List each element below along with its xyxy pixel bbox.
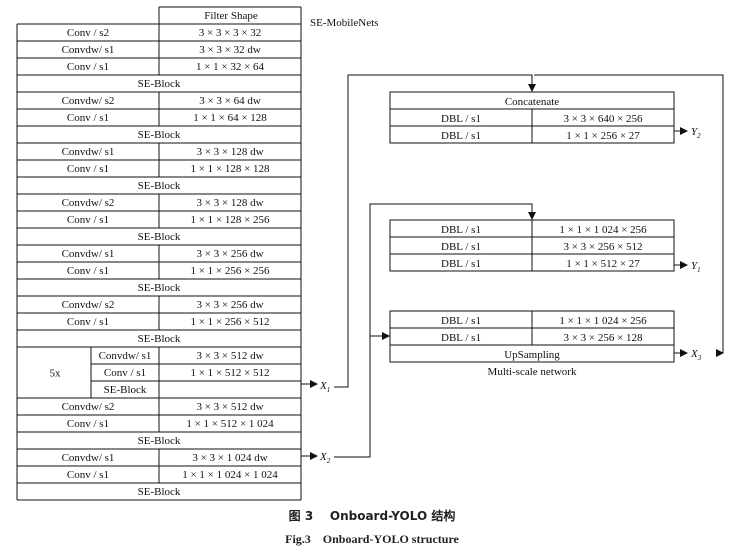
layer-op: Convdw/ s2 [62, 299, 115, 311]
connectors [301, 74, 724, 460]
se-block-row: SE-Block [138, 129, 181, 141]
y2-label: Y2 [691, 126, 701, 140]
x3-loop-head [716, 349, 724, 357]
layer-op: Conv / s1 [67, 316, 109, 328]
layer-op: Conv / s1 [67, 265, 109, 277]
mid-row-2-op: DBL / s1 [441, 241, 481, 253]
network-title: Multi-scale network [488, 366, 577, 378]
filter-shape: 1 × 1 × 128 × 256 [190, 214, 270, 226]
se-block-row: SE-Block [138, 486, 181, 498]
filter-shape: 1 × 1 × 256 × 512 [190, 316, 269, 328]
concat-row-2-shape: 1 × 1 × 256 × 27 [566, 130, 640, 142]
layer-op: Conv / s2 [67, 27, 109, 39]
backbone-title: SE-MobileNets [310, 17, 378, 29]
backbone-table [16, 6, 302, 501]
mid-row-3-op: DBL / s1 [441, 258, 481, 270]
filter-shape: 1 × 1 × 256 × 256 [190, 265, 270, 277]
filter-shape: 3 × 3 × 3 × 32 [199, 27, 262, 39]
up-row-2-shape: 3 × 3 × 256 × 128 [563, 332, 643, 344]
concat-row-1-op: DBL / s1 [441, 113, 481, 125]
layer-op: Conv / s1 [104, 367, 146, 379]
up-row-2-op: DBL / s1 [441, 332, 481, 344]
layer-op: Convdw/ s1 [62, 44, 115, 56]
filter-shape: 3 × 3 × 256 dw [196, 248, 263, 260]
up-row-1-shape: 1 × 1 × 1 024 × 256 [559, 315, 647, 327]
x1-to-concat-line [334, 74, 536, 388]
x1-label: X1 [319, 380, 330, 394]
x3-label: X3 [690, 348, 702, 362]
filter-shape: 1 × 1 × 128 × 128 [190, 163, 270, 175]
upsampling-block [389, 310, 675, 363]
concatenate-block [389, 91, 675, 144]
se-block-row: SE-Block [138, 78, 181, 90]
layer-op: Conv / s1 [67, 61, 109, 73]
filter-shape: 1 × 1 × 1 024 × 1 024 [182, 469, 278, 481]
filter-shape: 3 × 3 × 128 dw [196, 197, 263, 209]
se-block-row: SE-Block [138, 435, 181, 447]
middle-block [389, 219, 675, 272]
x2-label: X2 [319, 451, 331, 465]
filter-shape: 1 × 1 × 64 × 128 [193, 112, 267, 124]
upsampling-label: UpSampling [504, 349, 560, 361]
up-row-1-op: DBL / s1 [441, 315, 481, 327]
filter-shape: 3 × 3 × 64 dw [199, 95, 261, 107]
filter-shape: 1 × 1 × 512 × 1 024 [186, 418, 274, 430]
table-header: Filter Shape [204, 10, 258, 22]
layer-op: Conv / s1 [67, 112, 109, 124]
mid-row-2-shape: 3 × 3 × 256 × 512 [563, 241, 642, 253]
filter-shape: 3 × 3 × 1 024 dw [192, 452, 267, 464]
layer-op: Convdw/ s2 [62, 197, 115, 209]
layer-op: Convdw/ s2 [62, 401, 115, 413]
mid-row-1-op: DBL / s1 [441, 224, 481, 236]
se-block-row: SE-Block [138, 282, 181, 294]
mid-row-3-shape: 1 × 1 × 512 × 27 [566, 258, 640, 270]
layer-op: Convdw/ s1 [62, 146, 115, 158]
filter-shape: 1 × 1 × 32 × 64 [196, 61, 265, 73]
mid-row-1-shape: 1 × 1 × 1 024 × 256 [559, 224, 647, 236]
caption-cn: 图 3 Onboard-YOLO 结构 [289, 508, 456, 523]
se-block-row: SE-Block [138, 231, 181, 243]
x3-to-concat-line [534, 74, 724, 353]
concatenate-label: Concatenate [505, 96, 559, 108]
se-block-row: SE-Block [138, 333, 181, 345]
y1-label: Y1 [691, 260, 701, 274]
layer-op: Conv / s1 [67, 469, 109, 481]
filter-shape: 3 × 3 × 32 dw [199, 44, 261, 56]
filter-shape: 1 × 1 × 512 × 512 [190, 367, 269, 379]
layer-op: Conv / s1 [67, 163, 109, 175]
filter-shape: 3 × 3 × 512 dw [196, 401, 263, 413]
layer-op: Convdw/ s1 [62, 248, 115, 260]
layer-op: Convdw/ s1 [62, 452, 115, 464]
layer-op: SE-Block [104, 384, 147, 396]
x2-to-mid-line [334, 203, 536, 458]
filter-shape: 3 × 3 × 512 dw [196, 350, 263, 362]
layer-op: Convdw/ s2 [62, 95, 115, 107]
repeat-label: 5x [50, 368, 62, 380]
filter-shape: 3 × 3 × 256 dw [196, 299, 263, 311]
concat-row-2-op: DBL / s1 [441, 130, 481, 142]
layer-op: Conv / s1 [67, 418, 109, 430]
se-block-row: SE-Block [138, 180, 181, 192]
caption-en: Fig.3 Onboard-YOLO structure [285, 532, 459, 546]
layer-op: Conv / s1 [67, 214, 109, 226]
layer-op: Convdw/ s1 [99, 350, 152, 362]
concat-row-1-shape: 3 × 3 × 640 × 256 [563, 113, 643, 125]
filter-shape: 3 × 3 × 128 dw [196, 146, 263, 158]
